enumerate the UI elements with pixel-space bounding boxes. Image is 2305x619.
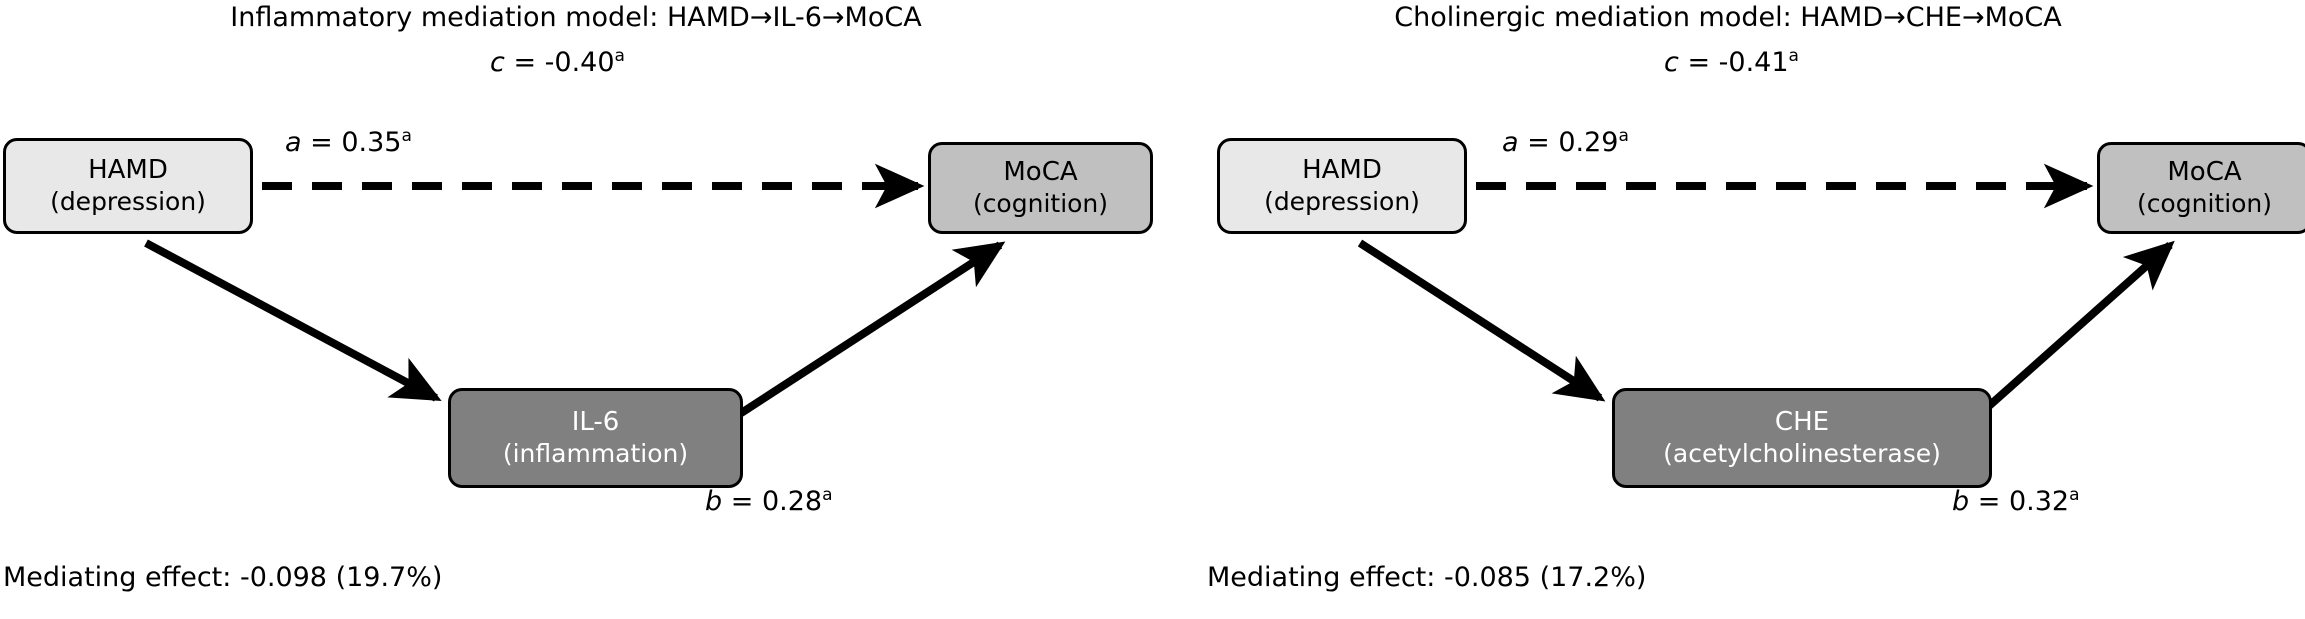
path-equals: = — [513, 47, 537, 78]
node-label-descriptor: (depression) — [1264, 187, 1420, 216]
mediating-effect-caption: Mediating effect: -0.098 (19.7%) — [3, 562, 443, 593]
path-significance-marker: a — [1618, 126, 1629, 146]
node-label-descriptor: (inflammation) — [502, 439, 689, 468]
path-equals: = — [1977, 486, 2001, 517]
path-equals: = — [1687, 47, 1711, 78]
node-label-name: MoCA — [1003, 157, 1078, 187]
panel-inflammatory-model: Inflammatory mediation model: HAMD→IL-6→… — [0, 0, 1153, 619]
panel-cholinergic-model: Cholinergic mediation model: HAMD→CHE→Mo… — [1152, 0, 2305, 619]
path-significance-marker: a — [1788, 46, 1799, 66]
path-arrows-left — [144, 163, 1006, 434]
node-exposure-hamd: HAMD (depression) — [1217, 138, 1467, 234]
arrow-path-b — [712, 241, 1006, 434]
path-significance-marker: a — [2069, 485, 2080, 505]
node-label-descriptor: (depression) — [50, 187, 206, 216]
path-value: -0.41 — [1718, 47, 1789, 78]
path-coef-symbol: a — [1502, 127, 1519, 158]
node-label-name: MoCA — [2167, 157, 2242, 187]
node-label-descriptor: (acetylcholinesterase) — [1663, 439, 1941, 468]
arrow-path-b — [1959, 240, 2175, 433]
node-label-name: CHE — [1774, 407, 1830, 437]
node-label-name: IL-6 — [571, 407, 620, 437]
node-label-descriptor: (cognition) — [2136, 189, 2273, 218]
path-label-c: c = -0.40a — [490, 48, 625, 78]
node-label-descriptor: (cognition) — [972, 189, 1109, 218]
path-label-b: b = 0.32a — [1952, 487, 2080, 517]
path-coef-symbol: c — [490, 47, 505, 78]
node-label-name: HAMD — [1302, 155, 1382, 185]
arrow-path-a — [1357, 239, 1606, 402]
path-coef-symbol: b — [705, 486, 723, 517]
mediating-effect-caption: Mediating effect: -0.085 (17.2%) — [1207, 562, 1647, 593]
path-label-a: a = 0.35a — [285, 128, 412, 158]
node-outcome-moca: MoCA (cognition) — [2097, 142, 2305, 234]
arrow-path-a — [144, 239, 442, 402]
path-equals: = — [310, 127, 333, 158]
node-label-name: HAMD — [88, 155, 168, 185]
panel-title-cholinergic: Cholinergic mediation model: HAMD→CHE→Mo… — [1394, 2, 2062, 33]
path-label-b: b = 0.28a — [705, 487, 833, 517]
path-significance-marker: a — [614, 46, 625, 66]
panel-title-inflammatory: Inflammatory mediation model: HAMD→IL-6→… — [230, 2, 922, 33]
node-mediator-il6: IL-6 (inflammation) — [448, 388, 743, 488]
path-value: 0.35 — [341, 127, 402, 158]
path-significance-marker: a — [822, 485, 833, 505]
path-equals: = — [1527, 127, 1550, 158]
node-outcome-moca: MoCA (cognition) — [928, 142, 1153, 234]
path-coef-symbol: a — [285, 127, 302, 158]
path-value: -0.40 — [544, 47, 615, 78]
node-exposure-hamd: HAMD (depression) — [3, 138, 253, 234]
path-coef-symbol: c — [1664, 47, 1679, 78]
path-label-c: c = -0.41a — [1664, 48, 1799, 78]
node-mediator-che: CHE (acetylcholinesterase) — [1612, 388, 1992, 488]
path-significance-marker: a — [401, 126, 412, 146]
path-value: 0.29 — [1558, 127, 1619, 158]
path-coef-symbol: b — [1952, 486, 1970, 517]
path-value: 0.32 — [2008, 486, 2070, 517]
path-equals: = — [730, 486, 754, 517]
path-arrows-right — [1357, 163, 2175, 433]
path-value: 0.28 — [761, 486, 823, 517]
path-label-a: a = 0.29a — [1502, 128, 1629, 158]
